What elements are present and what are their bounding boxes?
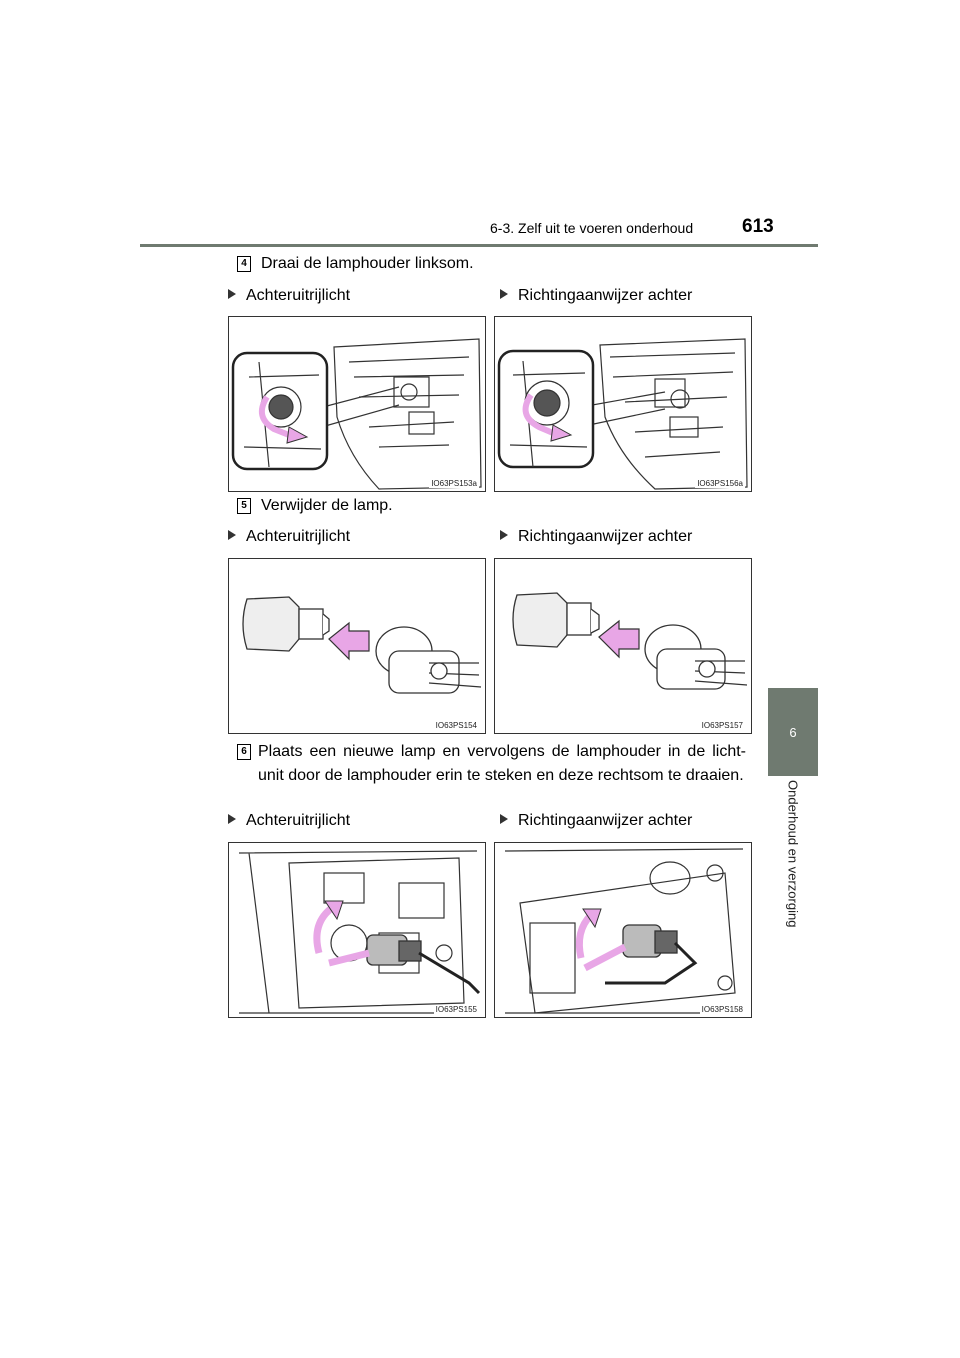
step-6-text: Plaats een nieuwe lamp en vervolgens de … (258, 743, 746, 784)
triangle-bullet-icon (228, 289, 236, 299)
figure-backup-light-remove: IO63PS154 (228, 558, 486, 734)
chapter-tab[interactable]: 6 (768, 688, 818, 776)
figure-backup-light-turn: IO63PS153a (228, 316, 486, 492)
step-5-text: Verwijder de lamp. (261, 497, 393, 514)
subhead-backup-light-2: Achteruitrijlicht (228, 528, 350, 546)
triangle-bullet-icon (228, 814, 236, 824)
step-6-number: 6 (237, 744, 251, 760)
figure-backup-light-install: IO63PS155 (228, 842, 486, 1018)
step-4-number: 4 (237, 256, 251, 272)
subhead-turn-signal-1: Richtingaanwijzer achter (500, 287, 692, 305)
triangle-bullet-icon (500, 289, 508, 299)
triangle-bullet-icon (500, 530, 508, 540)
triangle-bullet-icon (228, 530, 236, 540)
page-number: 613 (742, 216, 774, 237)
figure-code: IO63PS154 (433, 721, 479, 730)
figure-turn-signal-install: IO63PS158 (494, 842, 752, 1018)
bulb-removal-illustration (512, 592, 748, 690)
bulb-install-illustration (238, 850, 481, 1014)
step-4-text: Draai de lamphouder linksom. (261, 255, 474, 272)
figure-turn-signal-turn: IO63PS156a (494, 316, 752, 492)
subhead-backup-light-1: Achteruitrijlicht (228, 287, 350, 305)
step-5-number: 5 (237, 498, 251, 514)
figure-code: IO63PS156a (695, 479, 745, 488)
figure-turn-signal-remove: IO63PS157 (494, 558, 752, 734)
header-rule (140, 244, 818, 247)
bulb-removal-illustration (242, 596, 482, 694)
figure-code: IO63PS158 (699, 1005, 745, 1014)
lamp-housing-illustration (231, 338, 482, 490)
figure-code: IO63PS157 (699, 721, 745, 730)
chapter-label: Onderhoud en verzorging (785, 780, 801, 928)
chapter-tab-number: 6 (789, 724, 797, 740)
running-header: 6-3. Zelf uit te voeren onderhoud (490, 220, 694, 236)
lamp-housing-illustration (497, 338, 748, 490)
figure-code: IO63PS155 (433, 1005, 479, 1014)
figure-code: IO63PS153a (429, 479, 479, 488)
subhead-turn-signal-2: Richtingaanwijzer achter (500, 528, 692, 546)
subhead-backup-light-3: Achteruitrijlicht (228, 812, 350, 830)
triangle-bullet-icon (500, 814, 508, 824)
subhead-turn-signal-3: Richtingaanwijzer achter (500, 812, 692, 830)
bulb-install-illustration (504, 848, 744, 1014)
